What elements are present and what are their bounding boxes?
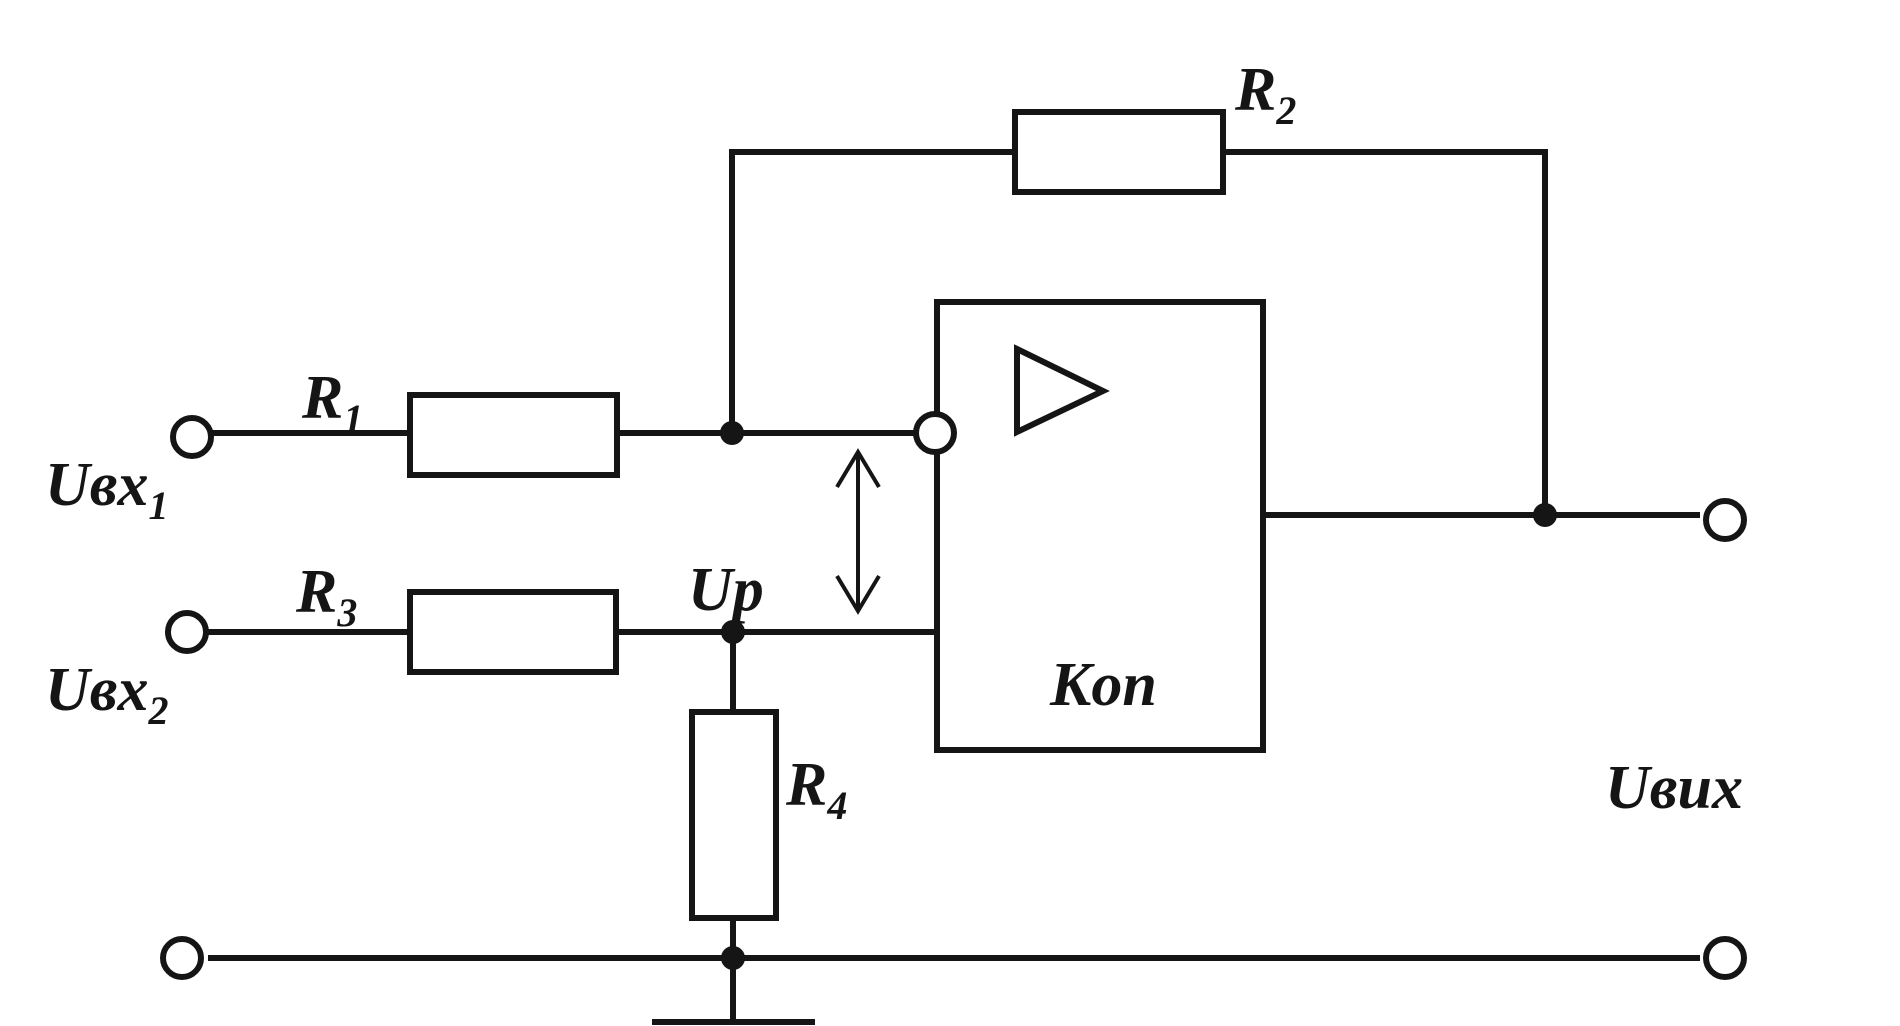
label-r3: R3 (295, 558, 357, 635)
op-amp-triangle-icon (1014, 344, 1110, 437)
resistor-r4 (689, 709, 779, 921)
common-right-terminal (1703, 936, 1747, 980)
label-r1: R1 (301, 364, 363, 441)
feedback-wire (729, 149, 1018, 436)
resistor-r3 (407, 589, 619, 675)
double-arrow-icon (835, 448, 881, 615)
common-left-terminal (160, 936, 204, 980)
resistor-r1 (407, 392, 620, 478)
label-input-2: Uвх2 (45, 656, 168, 733)
junction-node (721, 620, 745, 644)
input-1-terminal (170, 415, 214, 459)
resistor-r2 (1012, 109, 1226, 195)
junction-node (721, 946, 745, 970)
op-amp-block (934, 299, 1266, 753)
inverting-input-marker (913, 411, 957, 455)
label-output: Uвих (1605, 754, 1743, 822)
label-input-1: Uвх1 (45, 451, 168, 528)
junction-node (720, 421, 744, 445)
output-terminal (1703, 498, 1747, 542)
label-op-amp-gain: Kоп (1049, 651, 1157, 719)
feedback-wire-right (1220, 149, 1548, 518)
label-up: Up (688, 556, 764, 624)
label-r2: R2 (1234, 56, 1296, 133)
label-r4: R4 (785, 751, 847, 828)
junction-node (1533, 503, 1557, 527)
input-2-terminal (165, 610, 209, 654)
